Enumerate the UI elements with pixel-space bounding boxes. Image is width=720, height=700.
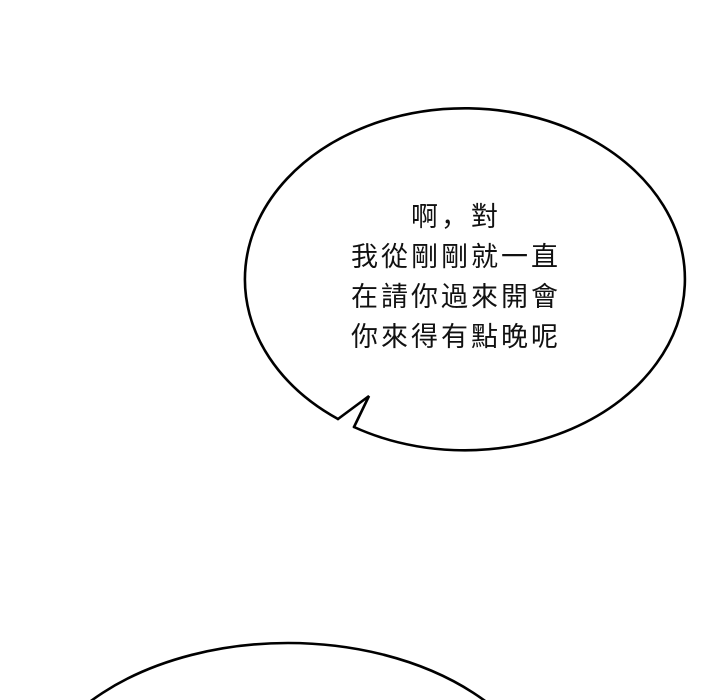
speech-bubble-top-text: 啊，對 我從剛剛就一直 在請你過來開會 你來得有點晚呢 (334, 198, 578, 358)
dialogue-line-4: 你來得有點晚呢 (351, 322, 561, 353)
dialogue-line-3: 在請你過來開會 (351, 282, 561, 313)
dialogue-line-1: 啊，對 (411, 202, 501, 233)
dialogue-line-2: 我從剛剛就一直 (351, 242, 561, 273)
speech-bubble-bottom (90, 641, 486, 700)
speech-bubble-top-outline (243, 107, 687, 452)
speech-bubble-tail (336, 394, 371, 429)
speech-bubble-top (234, 104, 687, 452)
